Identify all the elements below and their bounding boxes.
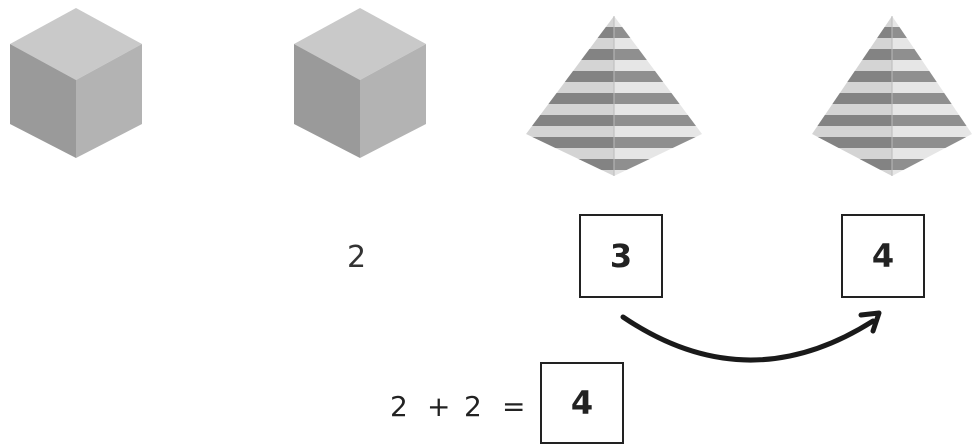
equation-equals-sign: = — [502, 390, 526, 423]
count-label-second: 2 — [347, 240, 367, 275]
equation-plus-sign: + — [427, 390, 451, 423]
count-box-third: 3 — [579, 214, 663, 298]
equation-right-operand: 2 — [464, 390, 482, 423]
cube-icon — [10, 8, 142, 158]
curved-arrow-icon — [620, 310, 882, 363]
striped-pyramid-icon — [812, 16, 972, 176]
striped-pyramid-icon — [526, 16, 702, 176]
cube-icon — [294, 8, 426, 158]
equation-left-operand: 2 — [390, 390, 408, 423]
equation-answer-box: 4 — [540, 362, 624, 444]
count-box-fourth: 4 — [841, 214, 925, 298]
